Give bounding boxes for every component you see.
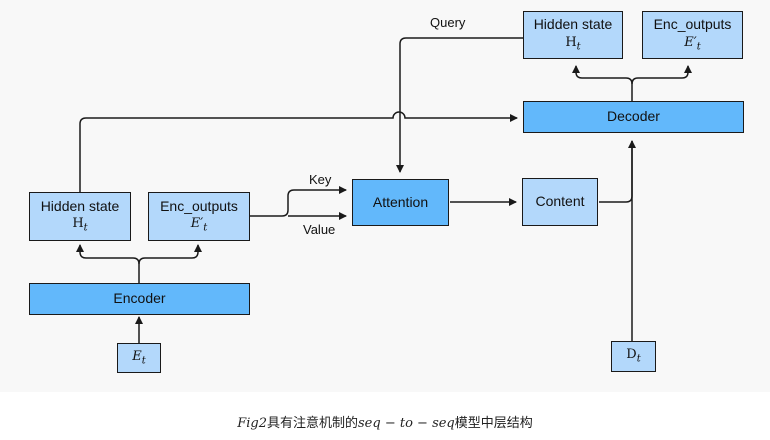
caption-text-1: 具有注意机制的: [267, 416, 359, 431]
decoder-outputs-index: t: [696, 41, 701, 53]
encoder-hidden-index: t: [83, 222, 88, 234]
attention-label: Attention: [372, 193, 429, 210]
decoder-input-index: t: [636, 354, 641, 366]
decoder-label: Decoder: [607, 108, 660, 125]
encoder-hidden-state-box: Hidden state Ht: [29, 192, 131, 241]
encoder-hidden-state-label: Hidden state: [40, 197, 120, 214]
encoder-outputs-symbol: E′: [190, 216, 204, 232]
query-label: Query: [430, 15, 466, 30]
figure-caption: Fig2具有注意机制的seq − to − seq模型中层结构: [0, 412, 770, 431]
content-box: Content: [522, 178, 598, 226]
decoder-block: Decoder: [523, 101, 744, 133]
decoder-outputs-label: Enc_outputs: [653, 16, 732, 33]
caption-text-2: 模型中层结构: [454, 416, 533, 431]
decoder-hidden-index: t: [576, 41, 581, 53]
encoder-label: Encoder: [113, 290, 166, 307]
attention-block: Attention: [352, 179, 449, 226]
value-label: Value: [303, 222, 336, 237]
encoder-outputs-box: Enc_outputs E′t: [148, 192, 250, 241]
key-label: Key: [309, 172, 332, 187]
decoder-input-box: Dt: [611, 341, 656, 372]
decoder-outputs-box: Enc_outputs E′t: [642, 11, 743, 59]
arrow-outputs-to-attention: [250, 186, 347, 217]
arrow-query-to-attention: [396, 37, 523, 173]
caption-math: seq − to − seq: [358, 416, 455, 431]
arrow-decoder-to-states: [572, 65, 633, 101]
encoder-hidden-symbol: H: [72, 216, 84, 232]
arrow-hidden-to-decoder: [79, 111, 518, 192]
decoder-hidden-symbol: H: [565, 34, 577, 50]
encoder-block: Encoder: [29, 283, 250, 315]
decoder-hidden-state-box: Hidden state Ht: [523, 11, 623, 59]
arrow-encoder-to-states: [76, 244, 140, 283]
encoder-outputs-label: Enc_outputs: [160, 197, 238, 214]
decoder-hidden-state-label: Hidden state: [533, 16, 613, 33]
encoder-input-box: Et: [117, 343, 161, 373]
caption-fig-number: Fig2: [237, 416, 267, 431]
encoder-input-symbol: E: [132, 348, 142, 364]
content-label: Content: [535, 193, 585, 210]
decoder-outputs-symbol: E′: [684, 34, 697, 50]
encoder-input-index: t: [141, 355, 146, 367]
encoder-outputs-index: t: [203, 222, 208, 234]
decoder-input-symbol: D: [626, 347, 637, 363]
arrow-content-to-decoder: [599, 140, 636, 203]
